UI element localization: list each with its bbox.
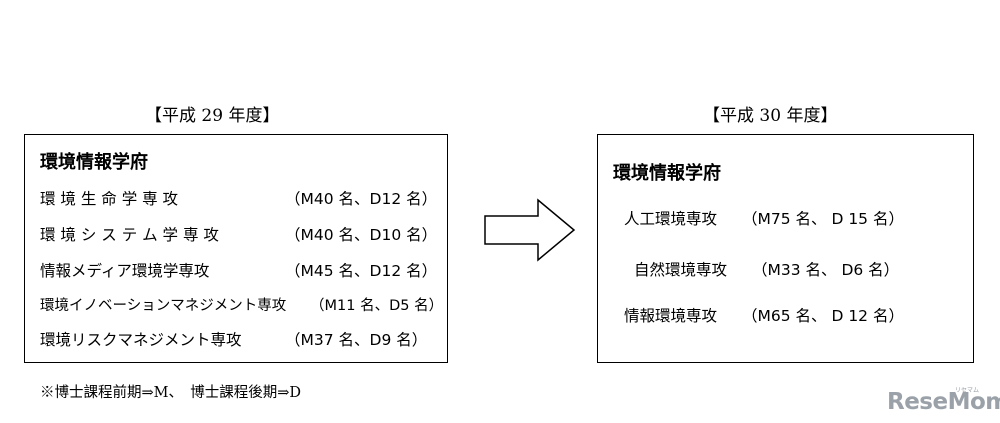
major-name: 人工環境専攻	[624, 210, 718, 228]
list-item: 人工環境専攻 （M75 名、 D 15 名）	[624, 207, 904, 229]
major-quota: （M65 名、 D 12 名）	[742, 307, 904, 325]
right-box: 環境情報学府 人工環境専攻 （M75 名、 D 15 名） 自然環境専攻 （M3…	[597, 134, 974, 363]
right-arrow-icon	[484, 198, 576, 262]
major-name: 自然環境専攻	[634, 261, 728, 279]
left-heading: 【平成 29 年度】	[145, 106, 280, 126]
major-name: 環境リスクマネジメント専攻	[40, 331, 242, 349]
major-quota: （M40 名、D12 名）	[285, 190, 438, 208]
major-name: 情報環境専攻	[624, 307, 718, 325]
footnote: ※博士課程前期⇒M、 博士課程後期⇒D	[40, 385, 302, 401]
major-quota: （M37 名、D9 名）	[285, 331, 428, 349]
list-item: 環境リスクマネジメント専攻 （M37 名、D9 名）	[40, 328, 427, 350]
left-box: 環境情報学府 環 境 生 命 学 専 攻 （M40 名、D12 名） 環 境 シ…	[24, 134, 448, 363]
right-box-title: 環境情報学府	[613, 163, 721, 184]
major-quota: （M33 名、 D6 名）	[752, 261, 900, 279]
resemom-logo: ReseMom	[887, 389, 1000, 415]
major-name: 環 境 生 命 学 専 攻	[40, 190, 179, 208]
right-heading: 【平成 30 年度】	[703, 106, 838, 126]
list-item: 環 境 生 命 学 専 攻 （M40 名、D12 名）	[40, 187, 437, 209]
list-item: 環境イノベーションマネジメント専攻 （M11 名、D5 名）	[40, 294, 443, 315]
list-item: 環 境 シ ス テ ム 学 専 攻 （M40 名、D10 名）	[40, 223, 437, 245]
logo-kana: リセマム	[955, 387, 980, 394]
major-name: 情報メディア環境学専攻	[40, 262, 210, 280]
major-name: 環境イノベーションマネジメント専攻	[40, 298, 287, 314]
left-box-title: 環境情報学府	[40, 152, 148, 173]
list-item: 情報環境専攻 （M65 名、 D 12 名）	[624, 304, 904, 326]
major-name: 環 境 シ ス テ ム 学 専 攻	[40, 226, 219, 244]
major-quota: （M45 名、D12 名）	[285, 262, 438, 280]
list-item: 情報メディア環境学専攻 （M45 名、D12 名）	[40, 259, 437, 281]
major-quota: （M40 名、D10 名）	[285, 226, 438, 244]
list-item: 自然環境専攻 （M33 名、 D6 名）	[634, 258, 899, 280]
major-quota: （M11 名、D5 名）	[310, 298, 444, 314]
major-quota: （M75 名、 D 15 名）	[742, 210, 904, 228]
